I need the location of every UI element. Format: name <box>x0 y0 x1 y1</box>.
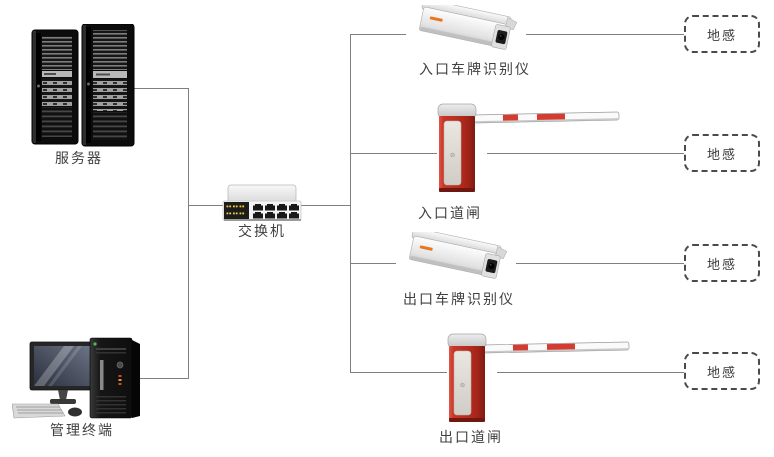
entrance-camera-label: 入口车牌识别仪 <box>419 62 531 78</box>
ground-sensor-box: 地感 <box>684 244 760 282</box>
connector-line <box>188 88 189 379</box>
connector-line <box>350 34 351 373</box>
exit-gate-label: 出口道闸 <box>439 430 503 446</box>
exit-camera-icon <box>396 227 516 296</box>
ground-sensor-box: 地感 <box>684 134 760 172</box>
ground-sensor-box: 地感 <box>684 15 760 53</box>
connector-line <box>140 378 188 379</box>
connector-line <box>350 153 684 154</box>
entrance-camera-icon <box>406 0 526 66</box>
server-icon <box>30 23 142 154</box>
connector-line <box>350 372 684 373</box>
ground-sensor-label: 地感 <box>706 257 737 273</box>
entrance-gate-label: 入口道闸 <box>418 206 482 222</box>
ground-sensor-label: 地感 <box>706 28 737 44</box>
management-terminal-icon <box>11 332 162 430</box>
terminal-label: 管理终端 <box>50 423 114 439</box>
switch-icon <box>220 184 304 228</box>
entrance-gate-icon <box>437 101 623 200</box>
connector-line <box>350 263 684 264</box>
exit-gate-icon <box>447 331 633 430</box>
server-label: 服务器 <box>55 151 103 167</box>
ground-sensor-box: 地感 <box>684 352 760 390</box>
exit-camera-label: 出口车牌识别仪 <box>403 292 515 308</box>
ground-sensor-label: 地感 <box>706 365 737 381</box>
connector-line <box>128 88 188 89</box>
switch-label: 交换机 <box>238 224 286 240</box>
ground-sensor-label: 地感 <box>706 147 737 163</box>
